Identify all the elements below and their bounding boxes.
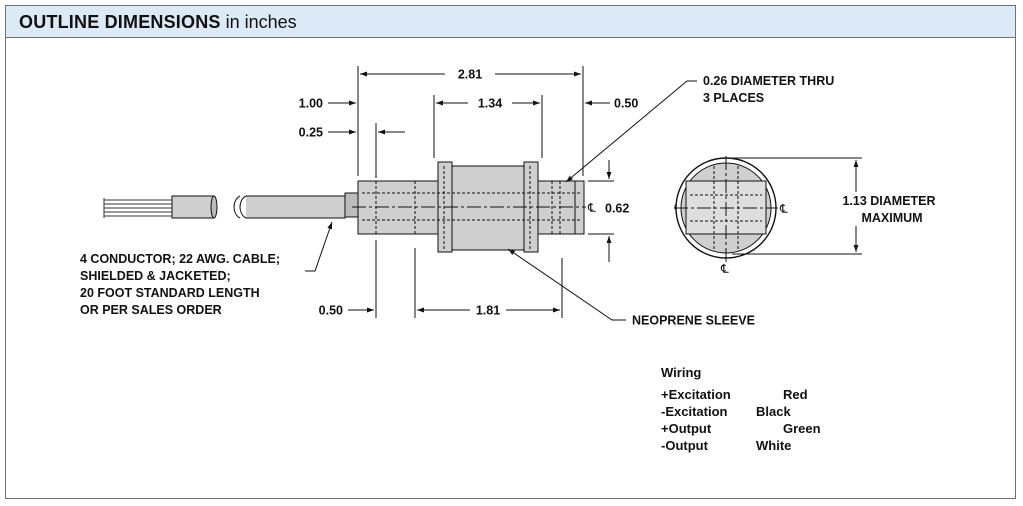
neoprene-sleeve-shape	[451, 165, 529, 251]
dim-0-50-right: 0.50	[585, 97, 638, 111]
cable-main	[246, 195, 346, 219]
wiring-title: Wiring	[661, 365, 701, 380]
sleeve-callout-label: NEOPRENE SLEEVE	[632, 314, 755, 328]
title-bold: OUTLINE DIMENSIONS	[19, 12, 221, 32]
dim-1-00: 1.00	[299, 97, 356, 111]
dim-1-13-line1: 1.13 DIAMETER	[842, 194, 935, 208]
sleeve-callout: NEOPRENE SLEEVE	[507, 248, 755, 328]
dim-1-13-line2: MAXIMUM	[861, 211, 922, 225]
wiring-color-4: White	[756, 438, 791, 453]
cable-note-line1: 4 CONDUCTOR; 22 AWG. CABLE;	[80, 252, 280, 266]
end-view: ℄ ℄ 1.13 DIAMETER MAXIMUM	[674, 156, 936, 276]
cable-note-line2: SHIELDED & JACKETED;	[80, 269, 231, 283]
end-centerline-symbol-v: ℄	[720, 262, 729, 276]
end-centerline-symbol-h: ℄	[779, 202, 788, 216]
dim-1-34-label: 1.34	[478, 97, 502, 111]
dim-0-62: 0.62	[605, 160, 629, 262]
diagram-frame: OUTLINE DIMENSIONS in inches	[5, 5, 1016, 499]
cable-note-line4: OR PER SALES ORDER	[80, 303, 222, 317]
holes-callout: 0.26 DIAMETER THRU 3 PLACES	[565, 74, 834, 183]
wiring-signal-2: -Excitation	[661, 404, 728, 419]
dim-1-13	[732, 157, 862, 255]
dim-1-81: 1.81	[417, 304, 560, 318]
wiring-signal-3: +Output	[661, 421, 712, 436]
header-bar: OUTLINE DIMENSIONS in inches	[6, 6, 1015, 38]
sensor-body	[357, 161, 585, 253]
side-view: ℄ 2.81 1.00 1.34	[80, 66, 834, 328]
holes-callout-line2: 3 PLACES	[703, 91, 764, 105]
dim-0-25: 0.25	[299, 126, 405, 140]
end-centerlines	[674, 156, 778, 262]
wiring-signal-4: -Output	[661, 438, 709, 453]
dim-1-34: 1.34	[436, 97, 540, 111]
dim-1-81-label: 1.81	[476, 304, 500, 318]
cable-note-leader	[305, 221, 333, 272]
wiring-table: Wiring +Excitation Red -Excitation Black…	[661, 365, 821, 453]
dim-0-50-right-label: 0.50	[614, 97, 638, 111]
side-centerline-symbol: ℄	[587, 201, 596, 215]
page-title: OUTLINE DIMENSIONS in inches	[19, 12, 297, 33]
cable-break-left	[239, 195, 247, 219]
cable	[103, 192, 360, 219]
wiring-signal-1: +Excitation	[661, 387, 731, 402]
dim-0-50-left-label: 0.50	[319, 304, 343, 318]
dim-2-81-label: 2.81	[458, 68, 482, 82]
cable-wires	[103, 198, 172, 218]
cable-strain-relief	[344, 192, 360, 218]
holes-callout-line1: 0.26 DIAMETER THRU	[703, 74, 834, 88]
cable-note-line3: 20 FOOT STANDARD LENGTH	[80, 286, 260, 300]
cable-jacket-end	[171, 195, 215, 219]
dim-1-00-label: 1.00	[299, 97, 323, 111]
dim-0-62-label: 0.62	[605, 202, 629, 216]
cable-jacket-cut	[210, 195, 218, 219]
dim-2-81: 2.81	[360, 68, 581, 82]
wiring-color-2: Black	[756, 404, 791, 419]
wiring-color-1: Red	[783, 387, 808, 402]
wiring-color-3: Green	[783, 421, 821, 436]
dim-0-25-label: 0.25	[299, 126, 323, 140]
cable-note: 4 CONDUCTOR; 22 AWG. CABLE; SHIELDED & J…	[80, 252, 280, 317]
cable-break-right	[233, 195, 241, 219]
extension-lines	[357, 66, 614, 318]
dim-0-50-left: 0.50	[319, 304, 374, 318]
title-units: in inches	[220, 12, 297, 32]
